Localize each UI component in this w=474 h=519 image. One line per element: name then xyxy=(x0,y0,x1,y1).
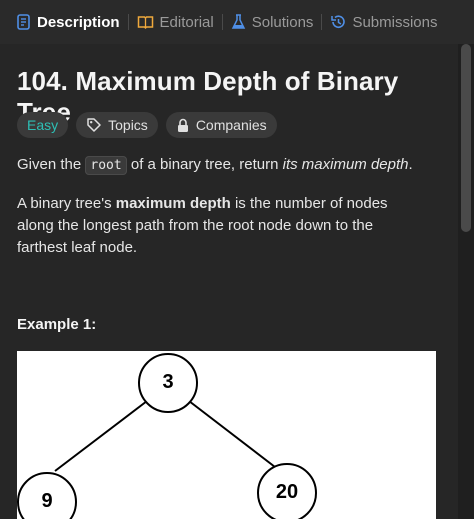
tree-edge xyxy=(188,400,276,468)
difficulty-badge: Easy xyxy=(17,112,69,138)
tab-label: Description xyxy=(37,13,120,31)
description-paragraph-1: Given the root of a binary tree, return … xyxy=(17,156,413,175)
tab-divider xyxy=(221,14,223,30)
example-tree-image: 3 9 20 xyxy=(17,351,436,519)
description-icon xyxy=(17,14,30,30)
tag-icon xyxy=(87,118,101,132)
history-icon xyxy=(331,15,346,28)
tab-solutions[interactable]: Solutions xyxy=(231,0,314,44)
tree-node-label: 3 xyxy=(162,371,174,393)
tab-bar: Description Editorial Solutions Submissi… xyxy=(0,0,474,44)
companies-button[interactable]: Companies xyxy=(165,112,277,138)
scrollbar-thumb[interactable] xyxy=(461,44,471,232)
tree-diagram xyxy=(17,353,317,519)
tab-divider xyxy=(127,14,129,30)
tab-label: Editorial xyxy=(159,13,214,31)
tab-description[interactable]: Description xyxy=(16,0,120,44)
difficulty-label: Easy xyxy=(27,117,59,133)
problem-tags: Easy Topics Companies xyxy=(17,112,277,138)
tab-divider xyxy=(321,14,323,30)
description-paragraph-2: A binary tree's maximum depth is the num… xyxy=(17,195,388,256)
tree-node-label: 20 xyxy=(275,481,299,503)
lock-icon xyxy=(177,118,188,132)
book-icon xyxy=(137,16,153,30)
tree-node xyxy=(138,353,198,413)
description-panel: 104. Maximum Depth of Binary Tree Easy T… xyxy=(0,44,458,519)
inline-code: root xyxy=(85,156,127,175)
tab-label: Solutions xyxy=(251,13,314,31)
example-title: Example 1: xyxy=(17,316,97,333)
tree-node xyxy=(17,472,77,519)
tree-node xyxy=(257,463,317,519)
topics-button[interactable]: Topics xyxy=(76,112,158,138)
tab-label: Submissions xyxy=(352,13,438,31)
tree-node-label: 9 xyxy=(41,490,53,512)
tab-submissions[interactable]: Submissions xyxy=(330,0,437,44)
tree-edge xyxy=(54,400,148,472)
tab-editorial[interactable]: Editorial xyxy=(137,0,214,44)
flask-icon xyxy=(231,14,245,29)
topics-label: Topics xyxy=(108,117,148,133)
companies-label: Companies xyxy=(195,117,267,133)
